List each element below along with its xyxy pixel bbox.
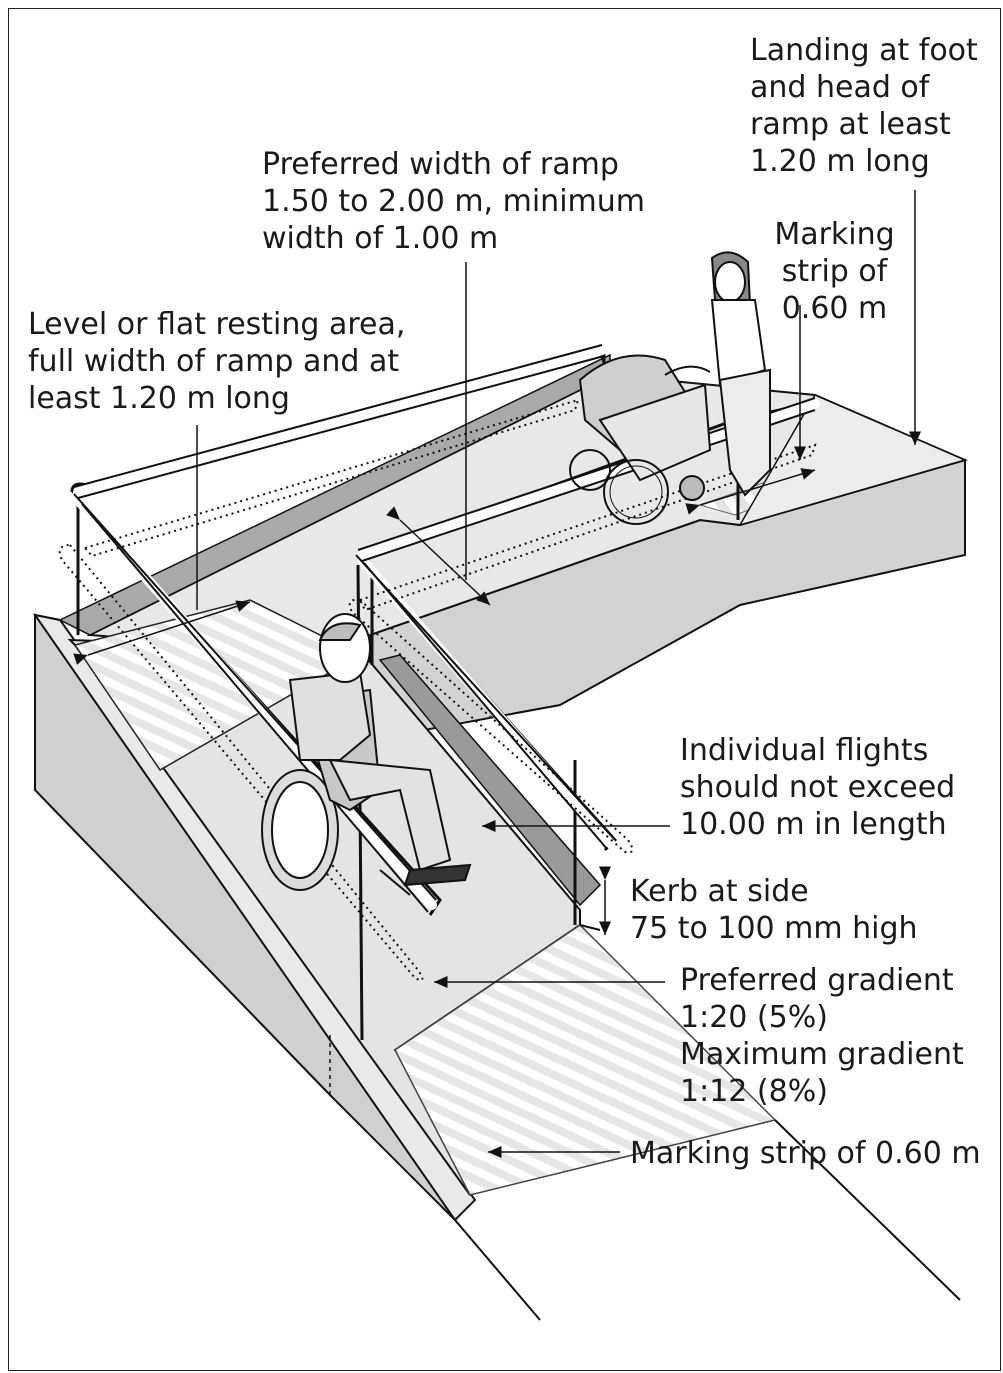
dotted-lower-rails <box>58 398 817 982</box>
gradient-label: Preferred gradient 1:20 (5%) Maximum gra… <box>680 963 964 1109</box>
marking-strip-bottom-label: Marking strip of 0.60 m <box>630 1136 981 1171</box>
individual-flights-label: Individual flights should not exceed 10.… <box>680 733 956 842</box>
preferred-width-label: Preferred width of ramp 1.50 to 2.00 m, … <box>262 147 645 256</box>
kerb-label: Kerb at side 75 to 100 mm high <box>630 874 918 946</box>
marking-strip-top-label: Marking strip of 0.60 m <box>774 217 895 326</box>
ground-lines <box>454 924 961 1321</box>
leader-lines <box>73 190 921 1158</box>
resting-area-label: Level or flat resting area, full width o… <box>28 307 406 416</box>
lower-wall-top-beam <box>32 613 477 1222</box>
wheelchair-user-figure <box>261 613 472 896</box>
pram-user-figure <box>569 251 771 525</box>
landing-label: Landing at foot and head of ramp at leas… <box>750 33 978 179</box>
